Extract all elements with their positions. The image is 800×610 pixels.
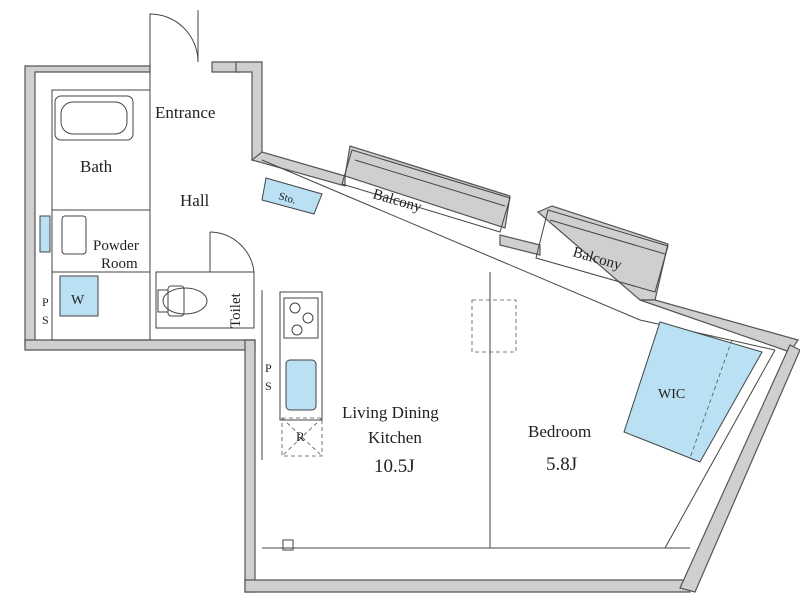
sliding-door	[471, 299, 517, 353]
room-label-powder: Powder	[93, 238, 139, 254]
room-label-ldk-2: Kitchen	[368, 428, 422, 447]
room-label-ldk-1: Living Dining	[342, 403, 439, 422]
room-size-bedroom: 5.8J	[546, 454, 577, 475]
meter-box	[282, 539, 294, 551]
room-size-ldk: 10.5J	[374, 456, 415, 477]
toilet-door	[209, 231, 255, 273]
room-label-room: Room	[101, 256, 138, 272]
label-ps-left-p: P	[42, 295, 49, 309]
washbasin	[39, 215, 87, 255]
toilet-fixture	[157, 285, 208, 317]
exterior-walls	[24, 61, 800, 593]
entrance-door	[149, 10, 199, 63]
room-label-wic: WIC	[658, 387, 685, 402]
balcony-2-outline	[535, 209, 669, 293]
label-ps-kitchen-p: P	[265, 361, 272, 375]
storage-area	[261, 177, 323, 215]
label-storage: Sto.	[277, 190, 297, 206]
wic-area	[623, 321, 763, 463]
label-fridge: R	[296, 429, 305, 444]
room-label-entrance: Entrance	[155, 103, 215, 122]
label-washer: W	[71, 293, 85, 308]
room-label-bedroom: Bedroom	[528, 422, 591, 441]
washer-pan	[59, 275, 99, 317]
room-label-hall: Hall	[180, 191, 210, 210]
label-ps-left-s: S	[42, 313, 49, 327]
balcony-1-outline	[341, 149, 511, 233]
bathtub	[54, 95, 134, 141]
room-label-toilet: Toilet	[228, 292, 244, 328]
room-label-bath: Bath	[80, 157, 113, 176]
label-ps-kitchen-s: S	[265, 379, 272, 393]
kitchen-counter	[279, 291, 323, 457]
